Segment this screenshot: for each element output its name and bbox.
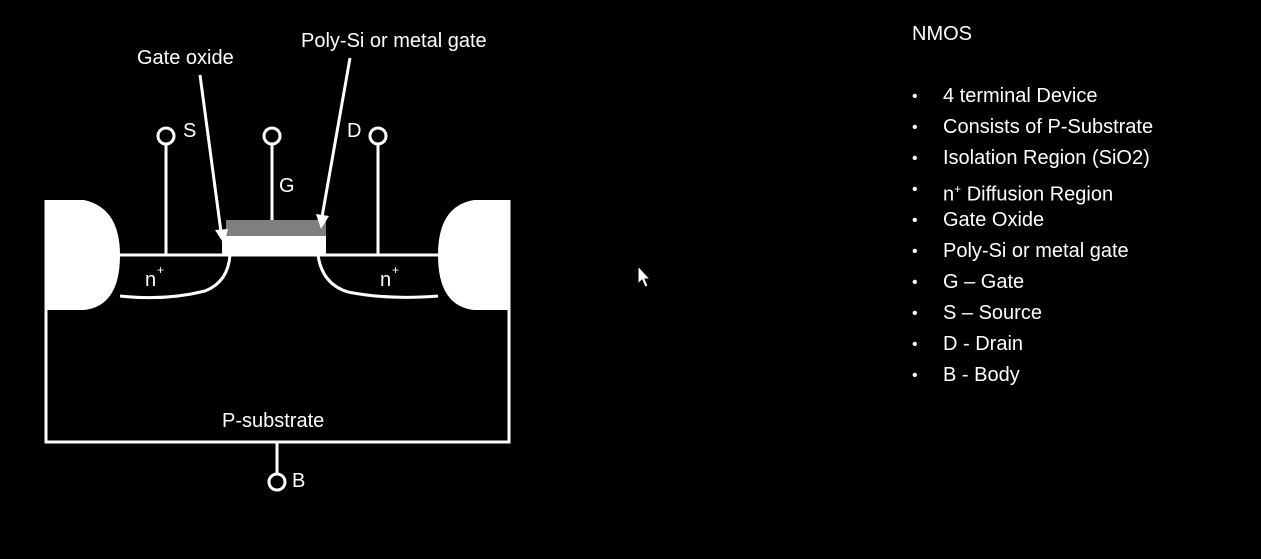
svg-text:n: n: [380, 269, 391, 291]
bullet-dot-icon: •: [912, 212, 918, 229]
bullet-item: • Consists of P-Substrate: [912, 112, 1242, 143]
body-terminal-node: [267, 472, 287, 492]
left-isolation-region: [46, 200, 120, 310]
bullet-list: • 4 terminal Device • Consists of P-Substra…: [912, 81, 1242, 391]
bullet-item: • S – Source: [912, 298, 1242, 329]
bullet-superscript: +: [954, 182, 962, 196]
bullet-text: G – Gate: [943, 271, 1025, 293]
bullet-text: S – Source: [943, 302, 1042, 324]
gate-oxide: [222, 236, 326, 256]
panel-title: NMOS: [912, 23, 972, 45]
bullet-dot-icon: •: [912, 88, 918, 105]
bullet-text: Isolation Region (SiO2): [943, 147, 1150, 169]
poly-gate-callout-line: [320, 57, 352, 218]
bullet-text: D - Drain: [943, 333, 1024, 355]
bullet-dot-icon: •: [912, 119, 918, 136]
bullet-text: 4 terminal Device: [943, 85, 1098, 107]
bullet-item: • Poly-Si or metal gate: [912, 236, 1242, 267]
source-diffusion-region: [119, 254, 232, 300]
gate-oxide-callout-line: [198, 74, 223, 233]
poly-gate-label: Poly-Si or metal gate: [301, 30, 487, 52]
bullet-dot-icon: •: [912, 243, 918, 260]
poly-gate-callout-arrowhead: [316, 214, 329, 229]
mouse-pointer-icon: [637, 265, 652, 288]
bullet-dot-icon: •: [912, 367, 918, 384]
bullet-dot-icon: •: [912, 150, 918, 167]
svg-text:+: +: [157, 263, 164, 277]
bullet-item: • D - Drain: [912, 329, 1242, 360]
gate-label: G: [279, 175, 295, 197]
bullet-text: n: [943, 183, 955, 206]
bullet-dot-icon: •: [912, 274, 918, 291]
bullet-item: • 4 terminal Device: [912, 81, 1242, 112]
drain-label: D: [347, 120, 361, 142]
nmos-info-panel: NMOS • 4 terminal Device • Consists of P-Su…: [912, 22, 1242, 391]
poly-gate: [226, 220, 326, 236]
bullet-item: • n+ Diffusion Region: [912, 174, 1242, 206]
drain-n-plus-label: n +: [380, 263, 399, 291]
drain-diffusion-region: [316, 254, 439, 299]
bullet-text: Gate Oxide: [943, 209, 1045, 231]
bullet-dot-icon: •: [912, 305, 918, 322]
drain-terminal-node: [368, 126, 388, 146]
bullet-item: • Gate Oxide: [912, 205, 1242, 236]
gate-terminal-node: [262, 126, 282, 146]
source-terminal-node: [156, 126, 176, 146]
gate-oxide-label: Gate oxide: [137, 47, 234, 69]
bullet-text: Diffusion Region: [961, 183, 1114, 206]
source-label: S: [183, 120, 196, 142]
bullet-dot-icon: •: [912, 181, 918, 198]
bullet-text: Consists of P-Substrate: [943, 116, 1154, 138]
bullet-dot-icon: •: [912, 336, 918, 353]
source-n-plus-label: n +: [145, 263, 164, 291]
bullet-item: • G – Gate: [912, 267, 1242, 298]
bullet-text: B - Body: [943, 364, 1020, 386]
bullet-item: • Isolation Region (SiO2): [912, 143, 1242, 174]
bullet-item: • B - Body: [912, 360, 1242, 391]
svg-text:+: +: [392, 263, 399, 277]
substrate-label: P-substrate: [222, 410, 324, 432]
bullet-text: Poly-Si or metal gate: [943, 240, 1129, 262]
svg-text:n: n: [145, 269, 156, 291]
right-isolation-region: [438, 200, 509, 310]
gate-oxide-callout-arrowhead: [215, 229, 228, 244]
body-label: B: [292, 470, 305, 492]
